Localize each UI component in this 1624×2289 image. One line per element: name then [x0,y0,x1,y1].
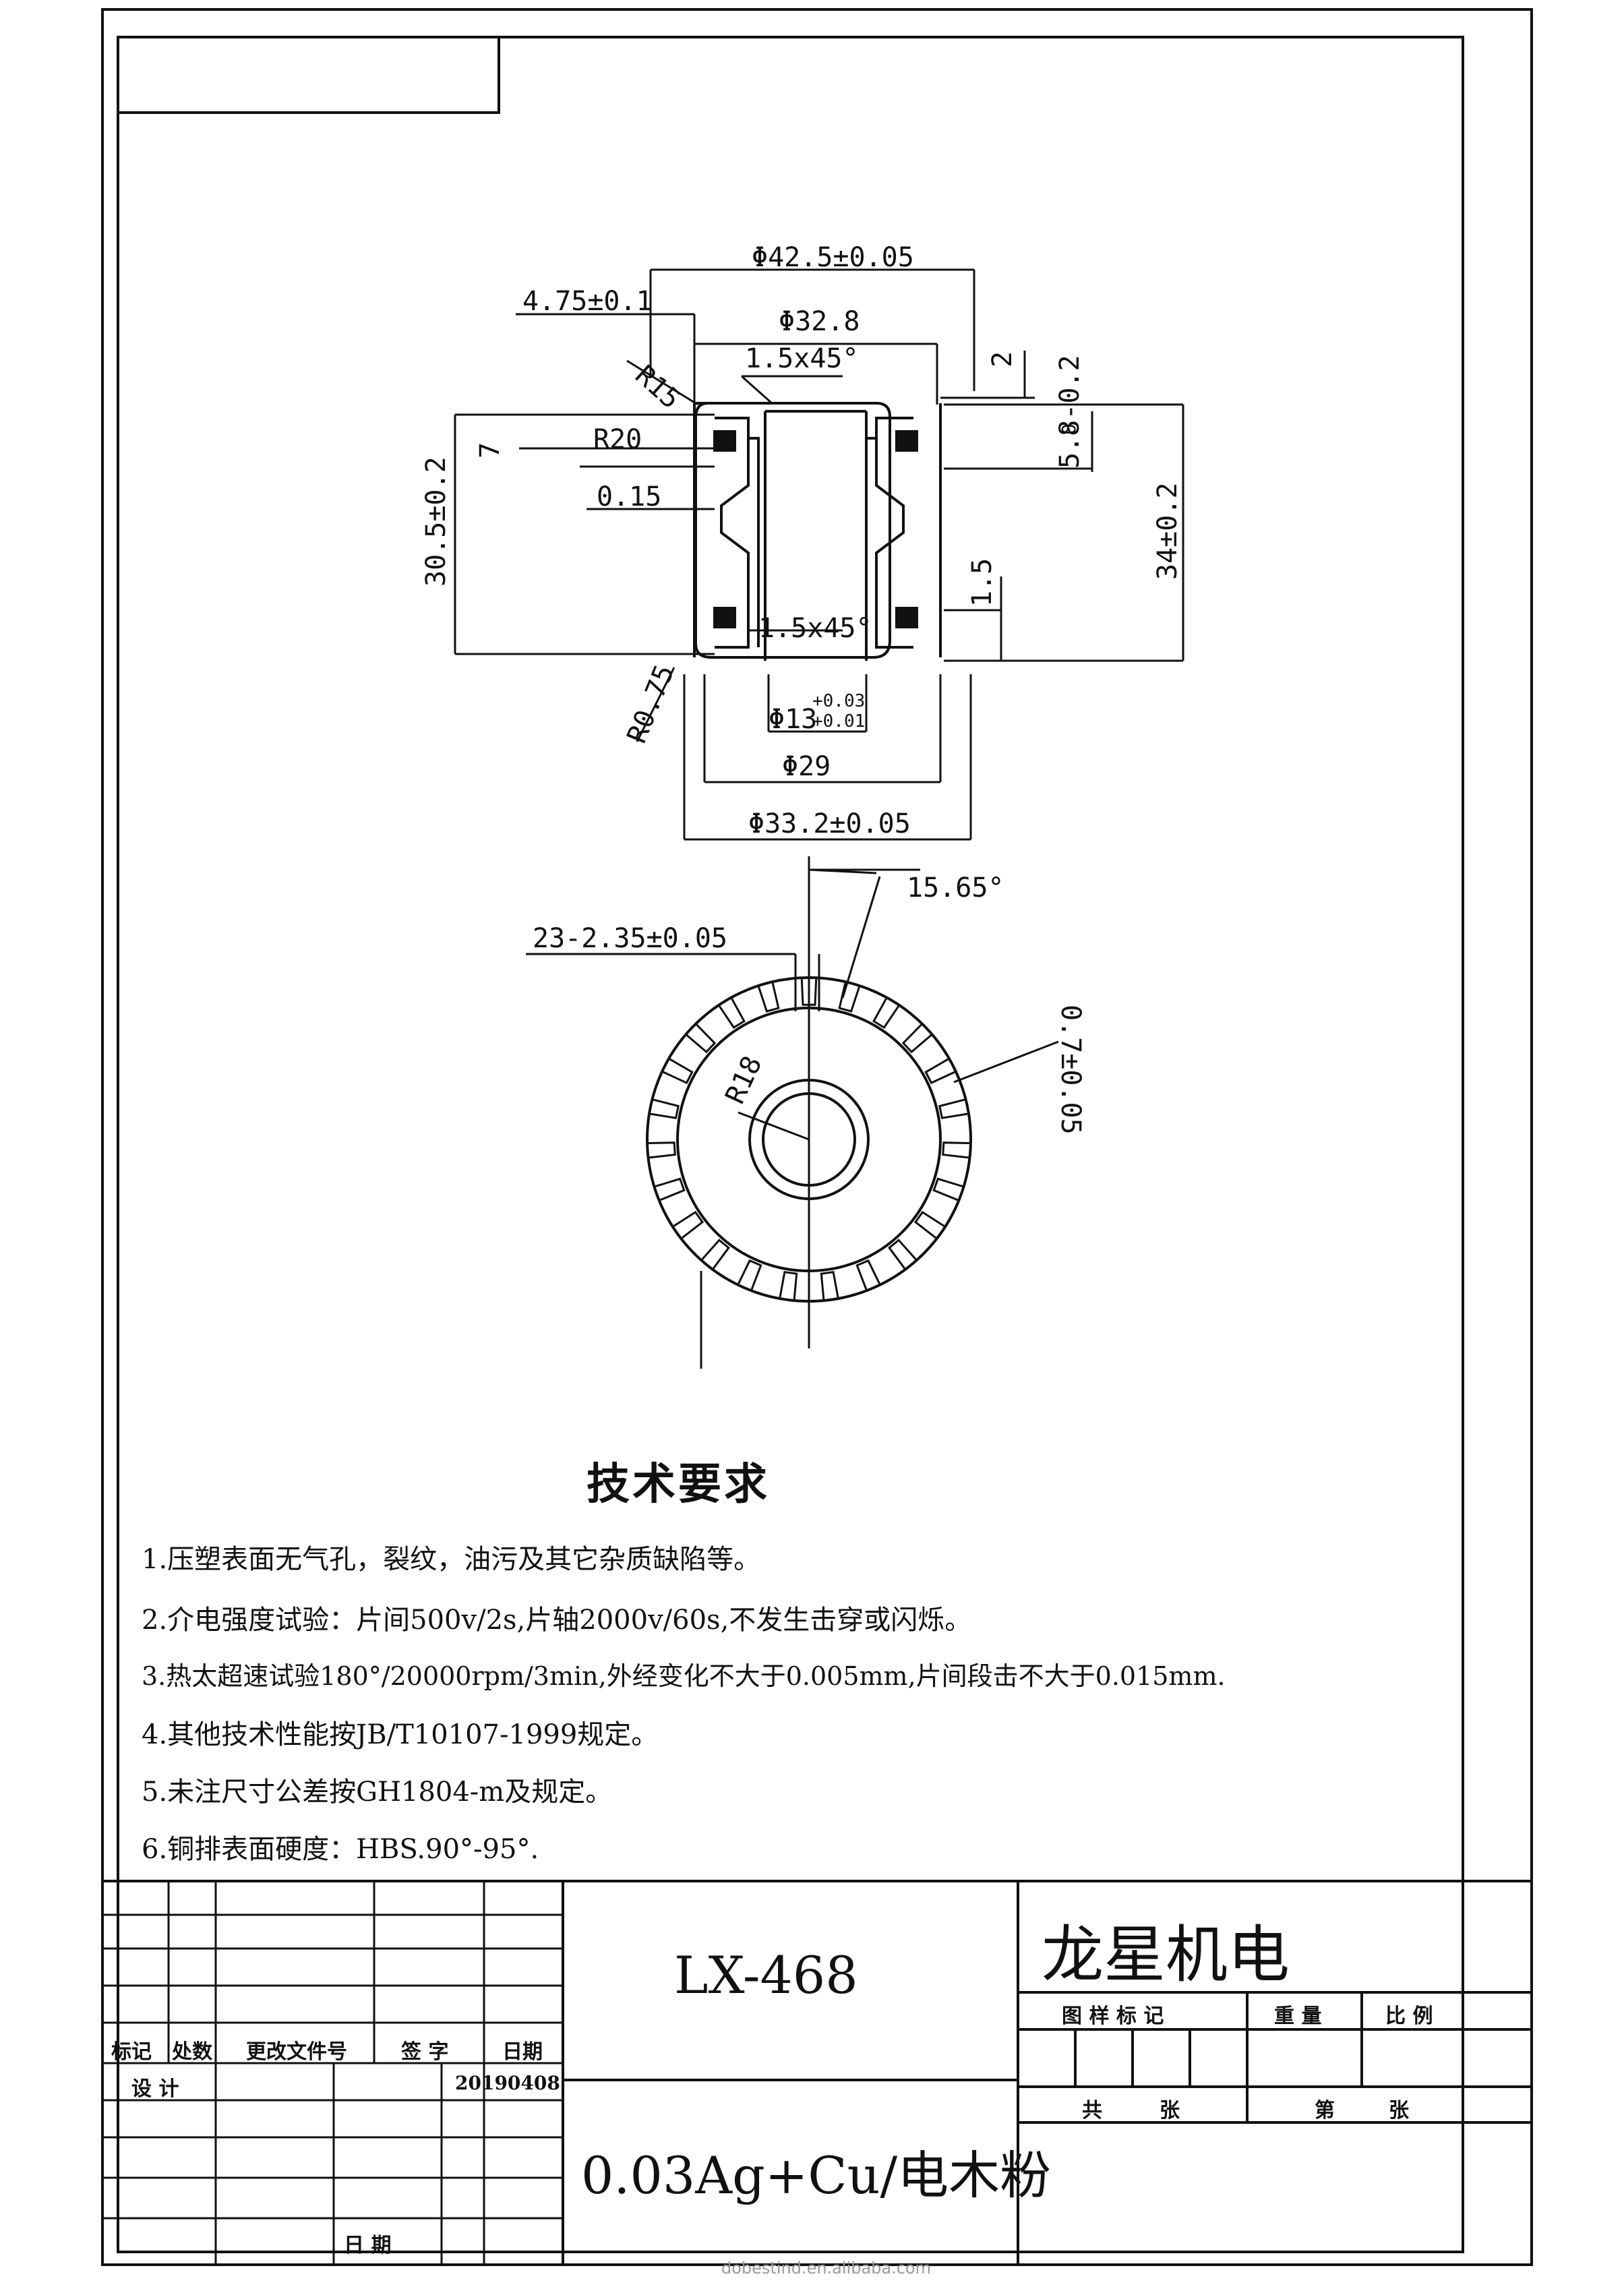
commutator-slot [650,1098,680,1119]
col-riqi: 日期 [502,2040,543,2064]
commutator-slot [738,1259,762,1290]
dim-height-left: 30.5±0.2 [421,456,452,587]
dim-height-right: 34±0.2 [1152,483,1183,581]
material-spec: 0.03Ag+Cu/电木粉 [581,2145,1052,2205]
dim-top-step: 2 [987,351,1018,367]
dim-chamfer-bottom: 1.5x45° [758,613,872,644]
requirement-item: 5.未注尺寸公差按GH1804-m及规定。 [142,1777,613,1808]
commutator-slot [649,1141,676,1159]
dim-angle: 15.65° [907,872,1004,903]
commutator-slot [913,1210,945,1239]
dim-depth-upper: 0 [1058,423,1080,435]
revision-grid [102,1881,563,2265]
zhang-label: 张 [1160,2099,1180,2122]
dim-side-width: 4.75±0.1 [522,286,653,317]
commutator-slot [701,1239,730,1270]
dim-bore-tol-upper: +0.03 [812,691,865,711]
dim-step: 7 [475,442,506,458]
dim-plan-radius: R18 [719,1051,768,1108]
commutator-slot [655,1177,686,1201]
commutator-slot [779,1271,798,1300]
commutator-slot [719,998,746,1030]
commutator-slot [872,998,899,1030]
commutator-slot [924,1058,955,1085]
requirements-title: 技术要求 [587,1459,770,1510]
dim-lower-step: 1.5 [967,558,998,607]
title-block-grid [102,1880,1532,2265]
sheji-label: 设 计 [131,2077,179,2101]
di-label: 第 [1315,2099,1335,2122]
commutator-slot [686,1023,717,1054]
dim-d-outer: Φ42.5±0.05 [752,242,914,273]
part-number: LX-468 [674,1945,858,2005]
col-chushu: 处数 [172,2040,212,2064]
section-view [693,402,942,661]
commutator-slot [663,1058,694,1085]
section-dimension-lines [454,268,1184,841]
footer-watermark: dobestind.en.alibaba.com [721,2259,931,2278]
requirement-item: 3.热太超速试验180°/20000rpm/3min,外经变化不大于0.005m… [142,1661,1226,1691]
tuyang-label: 图 样 标 记 [1062,2004,1164,2028]
company-name: 龙星机电 [1042,1919,1290,1991]
riqi-bottom: 日 期 [344,2234,392,2257]
requirement-item: 6.铜排表面硬度：HBS.90°-95°. [142,1834,539,1865]
commutator-slot [901,1023,932,1054]
dim-chamfer-top: 1.5x45° [745,343,859,374]
requirement-item: 2.介电强度试验：片间500v/2s,片轴2000v/60s,不发生击穿或闪烁。 [142,1605,972,1636]
col-biaoji: 标记 [111,2040,152,2064]
commutator-slot [673,1210,704,1239]
dim-slot: 0.7±0.05 [1055,1005,1086,1135]
inner-frame [117,36,1464,2253]
commutator-slot [855,1259,880,1290]
commutator-slot [938,1098,968,1119]
plan-dimension-lines [526,856,1059,1369]
dim-d-inner-top: Φ32.8 [779,306,860,337]
requirement-item: 1.压塑表面无气孔，裂纹，油污及其它杂质缺陷等。 [142,1544,761,1575]
corner-box [117,36,500,114]
requirement-item: 4.其他技术性能按JB/T10107-1999规定。 [142,1719,659,1750]
dim-d-29: Φ29 [782,751,831,782]
commutator-slot [888,1239,917,1270]
dim-segments: 23-2.35±0.05 [533,923,727,954]
dim-radius-ring: R20 [593,424,642,455]
outer-frame [101,8,1533,2266]
zhang-label-2: 张 [1389,2099,1409,2122]
gong-label: 共 [1082,2099,1102,2122]
commutator-slot [820,1271,839,1300]
dim-radius-bottom: R0.75 [622,661,681,748]
col-gaiwenjian: 更改文件号 [246,2040,347,2064]
col-qianzi: 签 字 [401,2040,449,2064]
dim-depth: 5.8-0.2 [1054,355,1085,469]
zhongliang-label: 重 量 [1274,2004,1322,2028]
dim-bore-base: Φ13 [769,704,817,735]
commutator-slot [942,1141,969,1159]
commutator-slot [932,1177,963,1201]
design-date: 20190408 [455,2072,560,2094]
commutator-slot [758,982,780,1013]
bili-label: 比 例 [1385,2004,1433,2028]
dim-gap: 0.15 [597,481,661,512]
dim-bore-tol-lower: +0.01 [812,711,865,732]
dim-d-base: Φ33.2±0.05 [748,808,911,839]
